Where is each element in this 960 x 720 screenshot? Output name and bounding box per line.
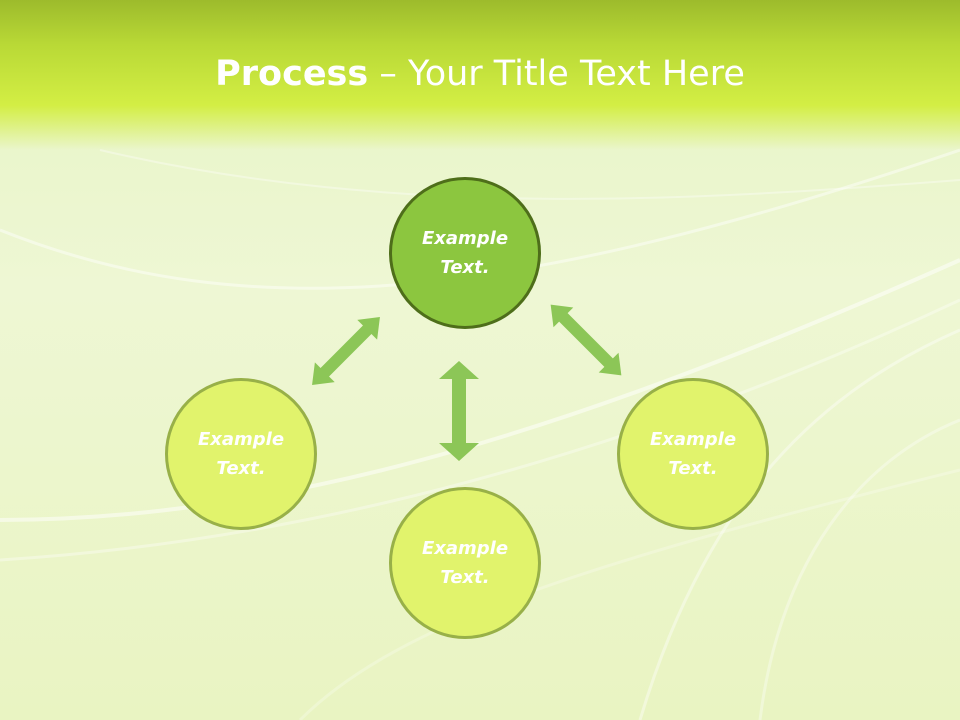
title-strong: Process [215, 54, 369, 94]
title-rest: – Your Title Text Here [368, 54, 745, 94]
node-label-top: Example Text. [421, 228, 509, 278]
process-node-top[interactable]: Example Text. [389, 177, 541, 329]
process-node-right[interactable]: Example Text. [617, 378, 769, 530]
node-label-right: Example Text. [649, 429, 737, 479]
process-node-bottom[interactable]: Example Text. [389, 487, 541, 639]
double-arrow-right [550, 304, 622, 376]
node-label-left: Example Text. [197, 429, 285, 479]
double-arrow-vertical [439, 361, 479, 461]
process-node-left[interactable]: Example Text. [165, 378, 317, 530]
double-arrow-left [312, 317, 380, 385]
header-band [0, 0, 960, 150]
node-label-bottom: Example Text. [421, 538, 509, 588]
page-title: Process – Your Title Text Here [0, 52, 960, 96]
